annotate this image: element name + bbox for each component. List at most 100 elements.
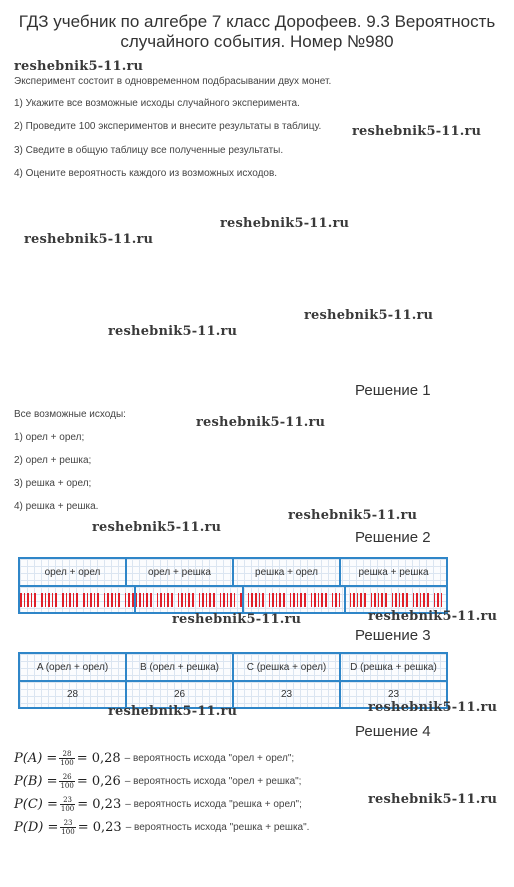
tally-table: орел + орел орел + решка решка + орел ре… [18, 557, 448, 614]
fraction-denominator: 100 [60, 805, 75, 813]
watermark: reshebnik5-11.ru [196, 415, 326, 430]
tally-mark [279, 592, 282, 607]
tally-mark [135, 592, 138, 607]
solution-1-item-1: 1) орел + орел; [14, 432, 85, 443]
watermark: reshebnik5-11.ru [220, 216, 350, 231]
tally-mark [139, 592, 141, 607]
tally-mark [293, 592, 295, 607]
probability-lhs: P(B) = [14, 774, 58, 789]
tally-mark [360, 592, 363, 607]
probability-description: – вероятность исхода "решка + орел"; [125, 799, 302, 810]
page-title: ГДЗ учебник по алгебре 7 класс Дорофеев.… [0, 12, 514, 52]
page-title-line-1: ГДЗ учебник по алгебре 7 класс Дорофеев.… [18, 12, 496, 31]
summary-header-cell: C (решка + орел) [234, 654, 341, 680]
summary-value-cell: 23 [234, 682, 341, 707]
tally-mark [198, 592, 201, 607]
probability-lhs: P(A) = [14, 751, 58, 766]
watermark: reshebnik5-11.ru [14, 59, 144, 74]
probability-rhs: = 0,28 [76, 751, 121, 766]
summary-header-cell: B (орел + решка) [127, 654, 234, 680]
tally-mark [426, 592, 429, 607]
page-title-line-2: случайного события. Номер №980 [120, 32, 394, 51]
tally-mark [300, 592, 303, 607]
fraction-denominator: 100 [60, 759, 74, 767]
tally-mark [395, 592, 397, 607]
tally-mark [44, 592, 47, 607]
watermark: reshebnik5-11.ru [368, 792, 498, 807]
tally-mark [268, 592, 271, 607]
tally-mark [416, 592, 418, 607]
tally-mark [433, 592, 436, 607]
tally-mark [48, 592, 50, 607]
solution-2-heading: Решение 2 [355, 529, 431, 546]
probability-rhs: = 0,23 [77, 797, 122, 812]
summary-value-cell: 28 [20, 682, 127, 707]
watermark: reshebnik5-11.ru [24, 232, 154, 247]
tally-mark [370, 592, 373, 607]
tally-mark [223, 592, 225, 607]
tally-mark [226, 592, 229, 607]
tally-mark [86, 592, 89, 607]
tally-mark [76, 592, 78, 607]
tally-mark [202, 592, 204, 607]
solution-4-heading: Решение 4 [355, 723, 431, 740]
tally-mark [107, 592, 110, 607]
tally-mark [381, 592, 384, 607]
tally-mark [160, 592, 162, 607]
tally-mark [219, 592, 222, 607]
summary-table: A (орел + орел) B (орел + решка) C (решк… [18, 652, 448, 709]
watermark: reshebnik5-11.ru [304, 308, 434, 323]
task-item-2: 2) Проведите 100 экспериментов и внесите… [14, 121, 322, 132]
tally-mark [247, 592, 250, 607]
tally-mark [364, 592, 366, 607]
task-intro: Эксперимент состоит в одновременном подб… [14, 76, 332, 87]
tally-mark [132, 592, 134, 607]
tally-marks-cell [244, 587, 347, 612]
tally-mark [437, 592, 439, 607]
tally-mark [423, 592, 425, 607]
tally-mark [156, 592, 159, 607]
tally-mark [209, 592, 211, 607]
tally-mark [205, 592, 208, 607]
tally-mark [356, 592, 359, 607]
task-item-1: 1) Укажите все возможные исходы случайно… [14, 98, 300, 109]
tally-mark [177, 592, 180, 607]
fraction-numerator: 23 [59, 796, 76, 805]
summary-header-cell: D (решка + решка) [350, 661, 437, 673]
tally-header-cell: решка + решка [358, 566, 429, 578]
tally-marks-cell [20, 587, 136, 612]
tally-mark [97, 592, 99, 607]
tally-mark [374, 592, 376, 607]
tally-mark [321, 592, 323, 607]
tally-mark [377, 592, 380, 607]
tally-mark [317, 592, 320, 607]
tally-mark [258, 592, 261, 607]
tally-mark [275, 592, 278, 607]
tally-mark [128, 592, 131, 607]
tally-mark [124, 592, 127, 607]
tally-mark [30, 592, 33, 607]
tally-mark [412, 592, 415, 607]
tally-mark [40, 592, 43, 607]
tally-mark [262, 592, 264, 607]
tally-mark [254, 592, 257, 607]
tally-mark [191, 592, 194, 607]
tally-marks-cell [346, 587, 446, 612]
solution-1-item-3: 3) решка + орел; [14, 478, 92, 489]
watermark: reshebnik5-11.ru [368, 609, 498, 624]
tally-mark [93, 592, 96, 607]
watermark: reshebnik5-11.ru [108, 324, 238, 339]
tally-mark [385, 592, 387, 607]
solution-1-heading: Решение 1 [355, 382, 431, 399]
tally-marks-reshka-reshka [349, 592, 443, 607]
tally-mark [283, 592, 285, 607]
tally-mark [142, 592, 145, 607]
watermark: reshebnik5-11.ru [172, 612, 302, 627]
fraction-denominator: 100 [60, 782, 74, 790]
tally-mark [27, 592, 29, 607]
tally-mark [398, 592, 401, 607]
tally-mark [331, 592, 334, 607]
